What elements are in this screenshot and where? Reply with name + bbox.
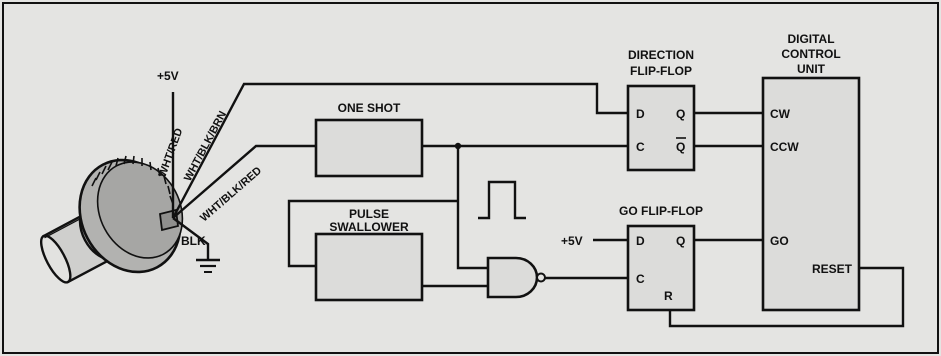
go-flip-flop-title: GO FLIP-FLOP <box>619 204 703 218</box>
one-shot-box <box>314 118 424 178</box>
potentiometer-icon <box>39 155 184 284</box>
one-shot-title: ONE SHOT <box>338 101 401 115</box>
wire-reset-loop <box>668 266 905 328</box>
direction-ff-d-pin: D <box>636 107 645 121</box>
direction-ff-c-pin: C <box>636 140 645 154</box>
ground-icon <box>196 258 220 273</box>
wire-blk-ground <box>172 217 210 260</box>
direction-flip-flop-box <box>626 84 696 172</box>
dcu-cw-input: CW <box>770 107 791 121</box>
pulse-swallower-title-line2: SWALLOWER <box>329 220 409 234</box>
digital-control-unit-box <box>761 76 861 312</box>
dcu-title-line2: CONTROL <box>781 47 840 61</box>
dcu-go-input: GO <box>770 234 789 248</box>
wire-wht-blk-red <box>172 144 316 219</box>
nand-gate-icon <box>486 256 546 299</box>
dcu-title-line1: DIGITAL <box>787 32 834 46</box>
dcu-title-line3: UNIT <box>797 62 826 76</box>
wire-label-wht-blk-red: WHT/BLK/RED <box>198 165 264 225</box>
ground-wire-label: BLK <box>181 234 206 248</box>
wire-label-wht-red: WHT/RED <box>157 127 186 179</box>
go-flip-flop-box <box>626 224 696 312</box>
dcu-reset-input: RESET <box>812 262 853 276</box>
pulse-swallower-box <box>314 232 424 302</box>
wire-wht-blk-brn <box>171 82 628 219</box>
direction-ff-qbar-pin: Q <box>676 140 685 154</box>
direction-flip-flop-title-line1: DIRECTION <box>628 48 694 62</box>
pot-supply-label: +5V <box>157 69 179 83</box>
pulse-icon <box>478 180 526 220</box>
wire-label-wht-blk-brn: WHT/BLK/BRN <box>182 109 229 183</box>
direction-flip-flop-title-line2: FLIP-FLOP <box>630 64 692 78</box>
pulse-swallower-title-line1: PULSE <box>349 207 389 221</box>
wire-one-shot-to-nand <box>456 146 488 270</box>
go-ff-c-pin: C <box>636 272 645 286</box>
direction-ff-q-pin: Q <box>676 107 685 121</box>
go-ff-d-pin: D <box>636 234 645 248</box>
wire-pulse-swallower-loop <box>287 199 458 268</box>
go-ff-q-pin: Q <box>676 234 685 248</box>
go-ff-r-pin: R <box>664 289 673 303</box>
dcu-ccw-input: CCW <box>770 140 799 154</box>
go-ff-supply-label: +5V <box>561 234 583 248</box>
